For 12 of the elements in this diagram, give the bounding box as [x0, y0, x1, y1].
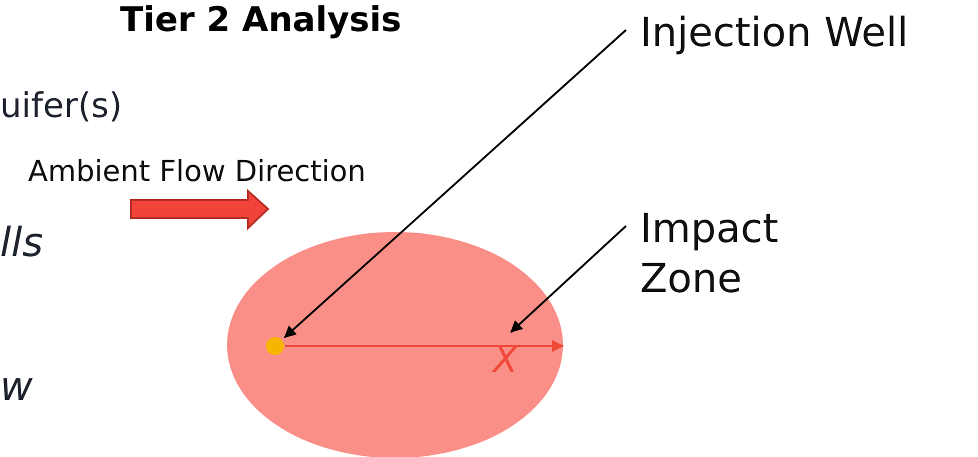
body-text: w — [0, 364, 33, 410]
callout-text: Impact Zone — [640, 205, 780, 304]
radius-arrow — [285, 340, 564, 352]
body-text: lls — [0, 220, 44, 266]
flow-direction-label: Ambient Flow Direction — [28, 154, 366, 188]
callout-text: Injection Well — [640, 9, 910, 58]
edge-label: X — [493, 340, 518, 381]
leader-line — [510, 225, 627, 333]
slide-title: Tier 2 Analysis — [120, 0, 402, 40]
body-text: uifer(s) — [0, 86, 122, 126]
leader-line — [284, 29, 627, 338]
injection-well-dot — [266, 337, 284, 355]
